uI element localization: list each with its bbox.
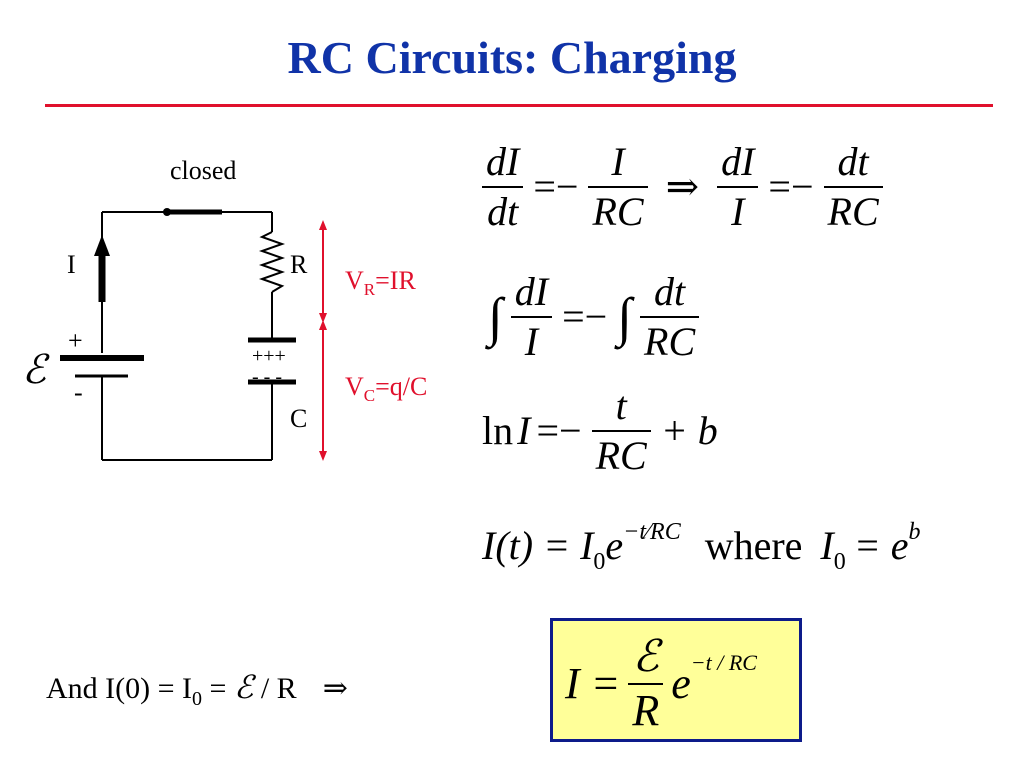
current-label: I xyxy=(67,250,76,279)
frac-num: dI xyxy=(514,269,549,314)
ln-operator: ln xyxy=(482,408,514,453)
conclusion-prefix: And I(0) = I xyxy=(46,672,193,705)
resistor-symbol xyxy=(258,231,286,293)
conclusion-equals: = xyxy=(202,672,234,705)
frac-num: ℰ xyxy=(632,632,660,681)
equals-minus: =− xyxy=(533,164,579,209)
implies-arrow: ⇒ xyxy=(665,164,700,209)
vc-label-rest: =q/C xyxy=(375,372,428,401)
rc-circuit-diagram xyxy=(0,120,460,480)
variable-I: I xyxy=(517,408,531,453)
emf-symbol-inline: ℰ xyxy=(233,669,254,705)
vc-label-sub: C xyxy=(363,386,376,405)
frac-den: RC xyxy=(595,433,647,478)
capacitor-label: C xyxy=(290,404,308,433)
equals-minus: =− xyxy=(768,164,814,209)
capacitor-minus-charges: - - - xyxy=(252,366,282,388)
fraction-dI-dt: dI dt xyxy=(482,139,524,234)
battery-minus-label: - xyxy=(74,378,83,407)
frac-den: I xyxy=(524,319,539,364)
frac-bar xyxy=(482,186,524,188)
subscript-0: 0 xyxy=(833,549,846,575)
frac-den: I xyxy=(731,189,745,234)
vr-label-main: V xyxy=(345,266,364,295)
slide-title: RC Circuits: Charging xyxy=(287,32,737,83)
title-divider xyxy=(45,104,993,107)
fraction-dI-I: dI I xyxy=(510,269,553,364)
exponent: −t / RC xyxy=(690,650,757,676)
frac-num: dI xyxy=(486,139,520,184)
subscript-0: 0 xyxy=(192,688,203,710)
equals-e: = e xyxy=(853,523,909,568)
frac-bar xyxy=(510,316,553,318)
frac-den: R xyxy=(632,686,660,735)
equals-minus: =− xyxy=(536,408,582,453)
fraction-I-RC: I RC xyxy=(588,139,648,234)
result-lhs: I = xyxy=(565,659,621,708)
vc-label: VC=q/C xyxy=(345,372,427,411)
equation-4: I(t) = I0e−t⁄RC where I0= eb xyxy=(482,510,921,584)
frac-bar xyxy=(823,186,883,188)
exponent-b: b xyxy=(908,519,921,545)
integral-sign: ∫ xyxy=(617,287,633,347)
frac-den: dt xyxy=(487,189,519,234)
where-text: where xyxy=(704,523,803,568)
frac-bar xyxy=(628,683,664,685)
current-time-lhs: I(t) = I xyxy=(482,523,594,568)
vr-arrow-top xyxy=(319,220,327,230)
vr-label-rest: =IR xyxy=(375,266,416,295)
vr-label: VR=IR xyxy=(345,266,416,305)
integral-sign: ∫ xyxy=(488,287,503,347)
resistor-label: R xyxy=(290,250,308,279)
frac-num: t xyxy=(615,383,627,428)
fraction-dI-I: dI I xyxy=(717,139,759,234)
vc-arrow-bottom xyxy=(319,451,327,461)
vc-arrow-top xyxy=(319,320,327,330)
initial-current-statement: And I(0) = I0 = ℰ / R ⇒ xyxy=(46,669,348,717)
frac-den: RC xyxy=(644,319,696,364)
frac-num: dt xyxy=(837,139,869,184)
implies-arrow: ⇒ xyxy=(322,672,348,705)
exponent: −t⁄RC xyxy=(623,519,681,545)
circuit-svg xyxy=(60,208,327,461)
switch-label: closed xyxy=(170,156,237,185)
battery-plus-label: + xyxy=(68,326,83,355)
frac-num: dt xyxy=(654,269,686,314)
conclusion-over-r: / R xyxy=(253,672,297,705)
exponential-e: e xyxy=(671,659,691,708)
emf-symbol: ℰ xyxy=(22,347,47,392)
frac-num: I xyxy=(611,139,625,184)
frac-bar xyxy=(588,186,648,188)
vr-arrow-bottom xyxy=(319,313,327,323)
frac-bar xyxy=(591,430,651,432)
frac-bar xyxy=(640,316,700,318)
exponential-e: e xyxy=(605,523,624,568)
frac-bar xyxy=(717,186,759,188)
frac-den: RC xyxy=(827,189,879,234)
equals-minus: =− xyxy=(562,294,608,339)
frac-den: RC xyxy=(592,189,644,234)
variable-I0: I xyxy=(820,523,834,568)
plus-b: + b xyxy=(660,408,718,453)
current-arrow-head xyxy=(94,235,110,256)
vr-label-sub: R xyxy=(363,280,376,299)
frac-num: dI xyxy=(721,139,755,184)
subscript-0: 0 xyxy=(593,549,606,575)
vc-label-main: V xyxy=(345,372,364,401)
capacitor-plus-charges: +++ xyxy=(252,345,286,367)
